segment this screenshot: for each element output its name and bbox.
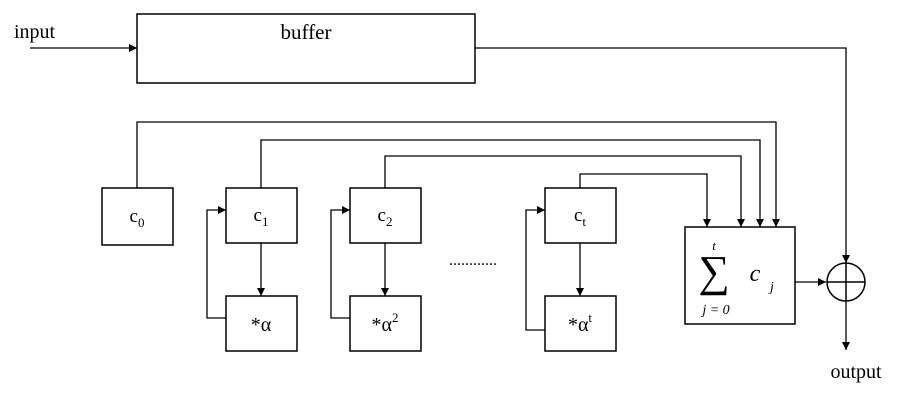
buffer-label: buffer [281,20,332,44]
ct-bus [579,173,711,227]
alpha-feedback-loop [206,206,226,319]
buffer-to-adder-wire [475,47,850,263]
sigma-symbol: ∑ [698,247,729,296]
xor-adder-icon [826,262,866,302]
register-c1 [225,187,298,244]
summation-block [684,226,796,325]
multiplier-alpha-2 [349,295,422,352]
c0-bus [136,121,780,227]
sum-index: j [768,280,774,295]
register-c1-label: c1 [254,205,269,229]
ellipsis-dots: ............ [449,252,497,269]
register-c0-label: c0 [130,206,145,230]
c1-bus [260,139,764,227]
sum-term: c [750,261,761,287]
output-label: output [830,361,882,383]
buffer-block [136,13,476,84]
multiplier-alpha-2-label: *α2 [372,310,399,336]
sigma-upper-limit: t [712,238,716,253]
alphat-feedback-loop [525,206,545,331]
multiplier-alpha-t-label: *αt [568,310,592,336]
multiplier-alpha-label: *α [251,314,272,336]
sigma-lower-limit: j = 0 [700,303,729,318]
input-label: input [14,21,56,43]
alpha2-feedback-loop [330,206,350,319]
register-ct-label: ct [574,205,586,229]
c2-bus [384,155,745,227]
register-c2-label: c2 [378,205,393,229]
register-ct [544,187,617,244]
